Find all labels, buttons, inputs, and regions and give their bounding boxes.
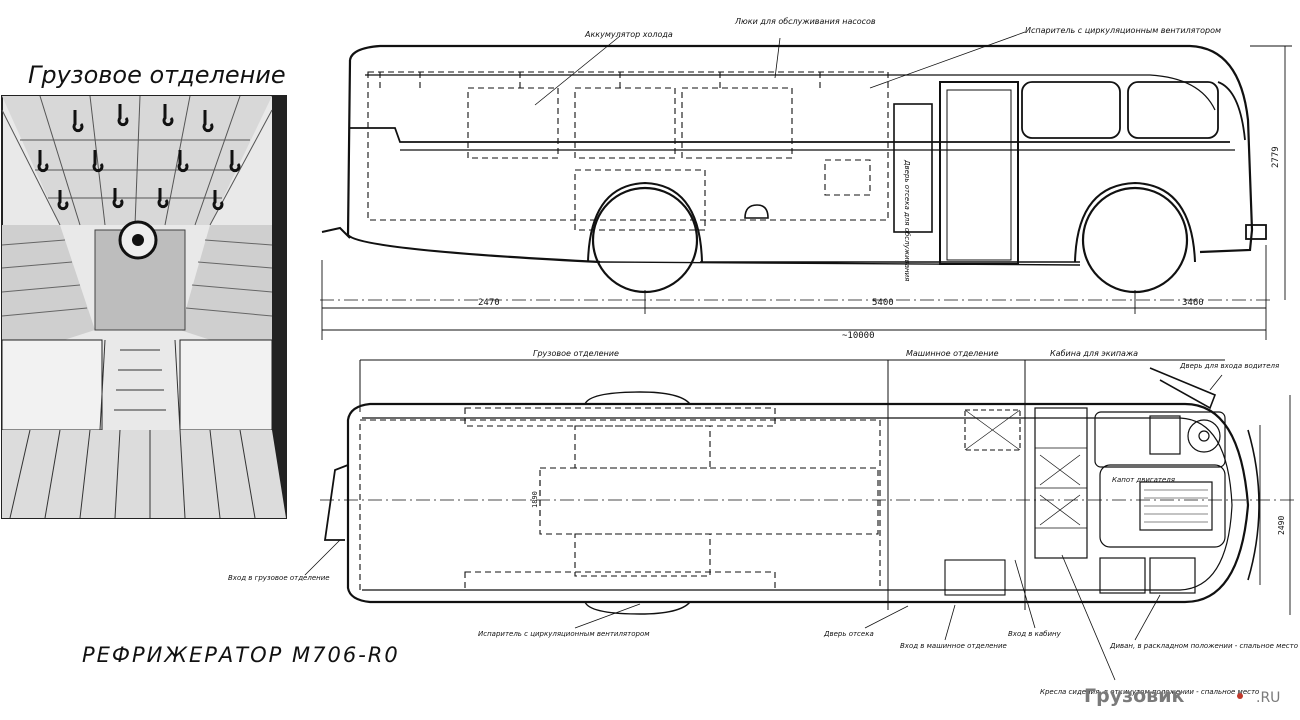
label-evaporator-bottom: Испаритель с циркуляционным вентилятором	[478, 630, 650, 638]
dim-wheelbase: 5400	[872, 298, 894, 308]
label-cabin-door: Дверь отсека для обслуживания	[903, 159, 911, 281]
drawing-title: РЕФРИЖЕРАТОР М706-R0	[82, 643, 400, 667]
watermark-site: Грузовик	[1084, 685, 1185, 707]
section-cargo: Грузовое отделение	[533, 349, 619, 358]
label-rear-entry: Вход в грузовое отделение	[228, 574, 330, 582]
dim-total-length: ~10000	[842, 331, 875, 341]
label-driver-door: Дверь для входа водителя	[1179, 362, 1279, 370]
label-engine-cover: Капот двигателя	[1112, 476, 1175, 484]
cargo-compartment-photo	[1, 95, 287, 519]
dim-front-overhang: 2470	[478, 298, 500, 308]
section-machine: Машинное отделение	[906, 349, 999, 358]
label-couch: Диван, в раскладном положении - спальное…	[1109, 642, 1298, 650]
watermark-dot-icon	[1237, 693, 1243, 699]
side-view-drawing	[320, 31, 1292, 340]
label-hatch-door: Дверь отсека	[823, 630, 874, 638]
dim-outer-width: 2490	[1277, 516, 1286, 535]
label-accumulator: Аккумулятор холода	[584, 30, 673, 39]
plan-view-drawing	[304, 359, 1295, 681]
photo-caption: Грузовое отделение	[28, 61, 286, 89]
dim-rear-overhang: 3460	[1182, 298, 1204, 308]
label-cabin-entry: Вход в кабину	[1008, 630, 1062, 638]
section-driver-cabin: Кабина для экипажа	[1050, 349, 1138, 358]
label-seats: Кресла сидения, в откинутом положении - …	[1040, 688, 1259, 696]
watermark-tld: .RU	[1256, 690, 1280, 706]
dim-height: 2779	[1271, 146, 1281, 168]
label-hatch: Люки для обслуживания насосов	[734, 17, 876, 26]
label-machine-entry: Вход в машинное отделение	[900, 642, 1007, 650]
label-evaporator-top: Испаритель с циркуляционным вентилятором	[1025, 26, 1221, 35]
dim-inner-width: 1890	[531, 491, 539, 508]
